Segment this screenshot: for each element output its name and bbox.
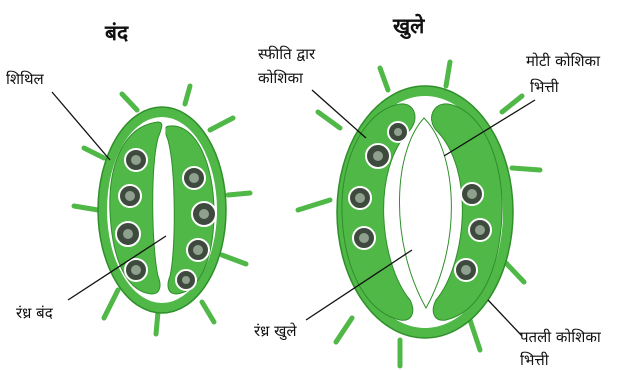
open-stoma [298,62,540,366]
label-pore-closed: रंध्र बंद [16,304,54,322]
title-open: खुले [392,13,425,40]
leader-flaccid [52,92,110,160]
label-pore-open: रंध्र खुले [254,322,297,341]
label-thick-line1: मोटी कोशिका [526,52,601,70]
label-thick-line2: भित्ती [530,78,560,96]
label-turgid-line1: स्फीति द्वार [258,45,316,63]
leader-thin-wall [488,300,522,336]
label-thin-line2: भित्ती [520,351,550,369]
closed-stoma [74,86,250,334]
title-closed: बंद [104,21,129,45]
label-turgid-line2: कोशिका [258,69,304,87]
label-flaccid: शिथिल [6,70,45,88]
label-thin-line1: पतली कोशिका [520,328,602,346]
